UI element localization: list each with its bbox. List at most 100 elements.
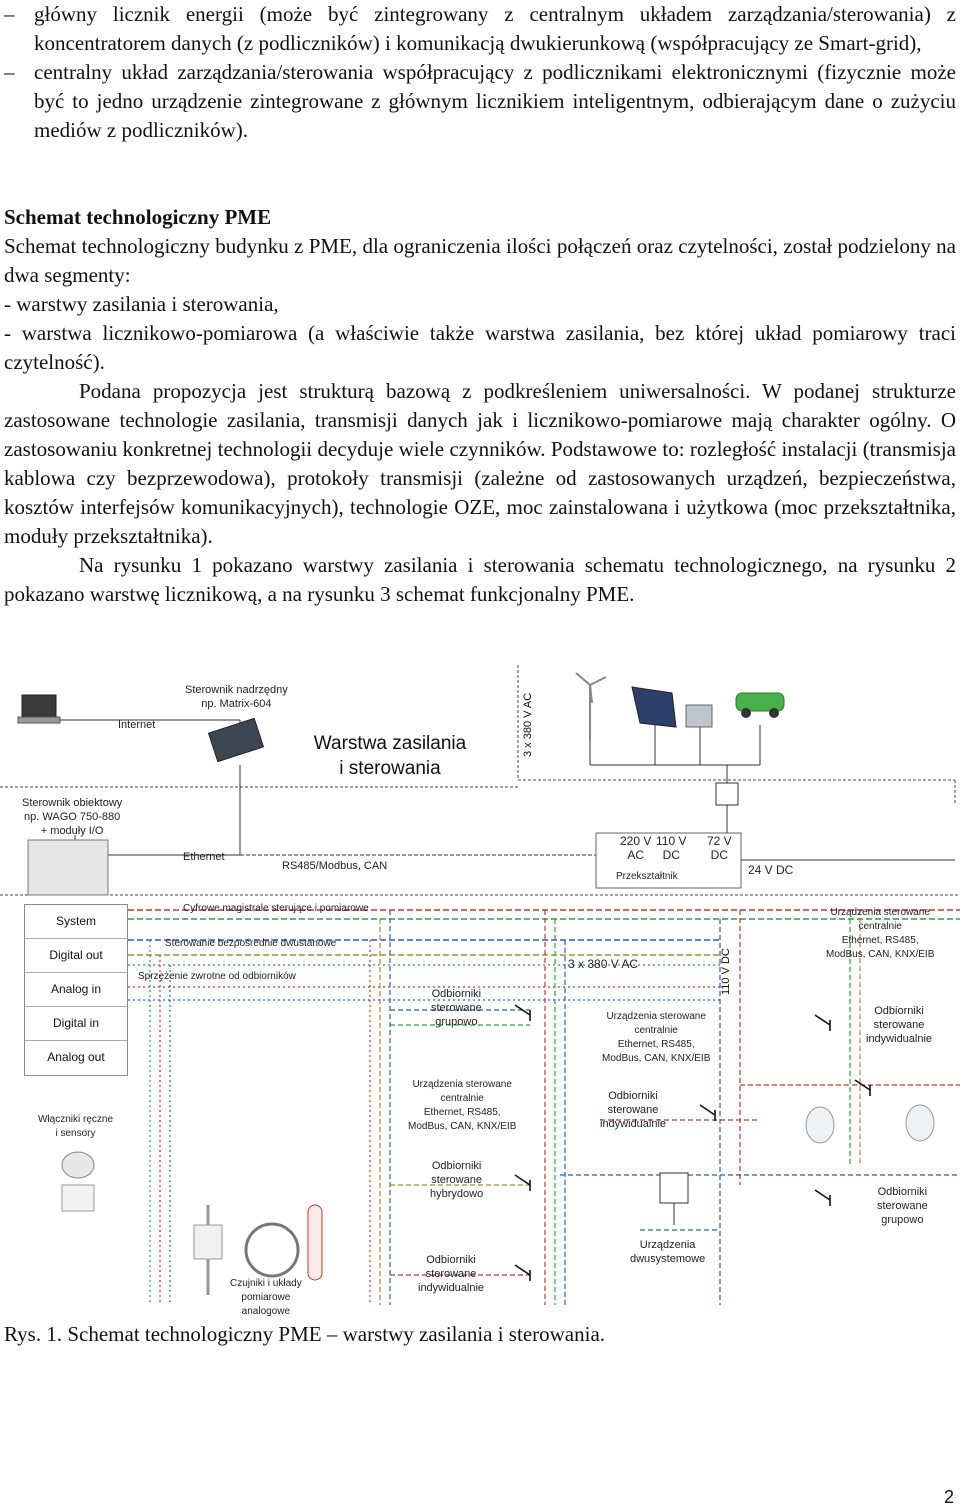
thermometer-icon [307, 1204, 323, 1281]
dash-marker: – [4, 2, 15, 26]
label-line: Urządzenia sterowane [606, 1011, 706, 1022]
bullet-list: – główny licznik energii (może być zinte… [4, 0, 956, 145]
label-line: dwusystemowe [630, 1253, 706, 1265]
label-line: sterowane [425, 1268, 477, 1280]
bus-direct-label: Sterowanie bezpośrednie dwustanowe [165, 938, 337, 949]
controller-icon [207, 717, 265, 763]
label-line: sterowane [431, 1174, 482, 1186]
label-line: Odbiorniki [877, 1186, 928, 1198]
dash-marker: – [4, 60, 15, 84]
light-bulb-icon [805, 1104, 935, 1144]
label-line: Czujniki i układy [230, 1278, 302, 1289]
individual-loads-label: Odbiorniki sterowane indywidualnie [600, 1089, 666, 1131]
label-line: grupowo [881, 1214, 924, 1226]
label-line: Włączniki ręczne [38, 1114, 114, 1125]
label-line: hybrydowo [430, 1188, 484, 1200]
io-row-analog-in: Analog in [25, 973, 127, 1007]
technology-diagram: Warstwa zasilania i sterowania Internet … [0, 665, 960, 1320]
label-line: Urządzenia sterowane [412, 1079, 512, 1090]
paragraph: Schemat technologiczny budynku z PME, dl… [4, 234, 956, 287]
voltage-220-label: 220 V AC [620, 834, 651, 862]
label-line: centralnie [858, 921, 902, 932]
group-loads-label: Odbiorniki sterowane grupowo [431, 987, 482, 1029]
object-controller-label: Sterownik obiektowy np. WAGO 750-880 + m… [22, 796, 122, 838]
label-line: ModBus, CAN, KNX/EIB [408, 1121, 517, 1132]
voltage-label: 3 x 380 V AC [522, 692, 534, 757]
voltage-24-label: 24 V DC [748, 863, 794, 877]
label-line: np. Matrix-604 [201, 698, 272, 710]
label-line: 72 V [707, 834, 732, 848]
label-line: centralnie [440, 1093, 484, 1104]
label-line: 220 V [620, 834, 652, 848]
switches-label: Włączniki ręczne i sensory [38, 1113, 113, 1141]
title-line: Warstwa zasilania [313, 733, 467, 754]
central-devices-label: Urządzenia sterowane centralnie Ethernet… [602, 1010, 710, 1066]
label-line: sterowane [877, 1200, 928, 1212]
battery-icon [685, 704, 713, 728]
solar-panel-icon [631, 686, 677, 728]
label-line: AC [627, 848, 645, 862]
label-line: indywidualnie [600, 1118, 667, 1130]
bullet-item: – główny licznik energii (może być zinte… [4, 0, 956, 58]
diagram-lines [0, 665, 960, 1305]
label-line: Sterownik nadrzędny [185, 684, 288, 696]
wind-turbine-icon [575, 672, 607, 740]
io-row-digital-out: Digital out [25, 939, 127, 973]
voltage-110-vertical-label: 110 V DC [720, 948, 732, 995]
ethernet-label: Ethernet [183, 851, 225, 863]
rs485-label: RS485/Modbus, CAN [282, 860, 388, 872]
section-heading: Schemat technologiczny PME [4, 205, 272, 229]
individual-loads-label: Odbiorniki sterowane indywidualnie [866, 1004, 932, 1046]
electric-car-icon [735, 692, 785, 718]
paragraph: Na rysunku 1 pokazano warstwy zasilania … [4, 553, 956, 606]
label-line: Odbiorniki [874, 1005, 924, 1017]
label-line: sterowane [607, 1104, 659, 1116]
title-line: i sterowania [339, 758, 441, 779]
label-line: Urządzenia [639, 1239, 696, 1251]
master-controller-label: Sterownik nadrzędny np. Matrix-604 [185, 683, 288, 711]
converter-label: Przekształtnik [616, 871, 678, 882]
internet-label: Internet [118, 719, 156, 731]
label-line: i sensory [55, 1128, 96, 1139]
label-line: pomiarowe [241, 1292, 291, 1303]
paragraph: - warstwa licznikowo-pomiarowa (a właści… [4, 321, 956, 374]
weather-station-icon [193, 1205, 223, 1295]
dual-system-devices-label: Urządzenia dwusystemowe [630, 1238, 705, 1266]
io-row-digital-in: Digital in [25, 1007, 127, 1041]
group-loads-label: Odbiorniki sterowane grupowo [877, 1185, 928, 1227]
page-number: 2 [943, 1487, 954, 1507]
label-line: Odbiorniki [431, 1160, 482, 1172]
label-line: DC [710, 848, 729, 862]
label-line: Ethernet, RS485, [617, 1039, 695, 1050]
central-devices-label: Urządzenia sterowane centralnie Ethernet… [408, 1078, 516, 1134]
label-line: + moduły I/O [40, 825, 104, 837]
bullet-text: centralny układ zarządzania/sterowania w… [34, 60, 956, 142]
label-line: Sterownik obiektowy [22, 797, 123, 809]
io-row-analog-out: Analog out [47, 1050, 105, 1064]
sensors-label: Czujniki i układy pomiarowe analogowe [230, 1277, 302, 1319]
section-body: Schemat technologiczny PME Schemat techn… [4, 203, 956, 609]
hybrid-loads-label: Odbiorniki sterowane hybrydowo [430, 1159, 483, 1201]
label-line: centralnie [634, 1025, 678, 1036]
individual-loads-label: Odbiorniki sterowane indywidualnie [418, 1253, 484, 1295]
label-line: indywidualnie [418, 1282, 485, 1294]
label-line: ModBus, CAN, KNX/EIB [602, 1053, 711, 1064]
paragraph: Podana propozycja jest strukturą bazową … [4, 379, 956, 548]
bullet-item: – centralny układ zarządzania/sterowania… [4, 58, 956, 145]
paragraph: - warstwy zasilania i sterowania, [4, 292, 279, 316]
label-line: sterowane [431, 1002, 482, 1014]
label-line: np. WAGO 750-880 [24, 811, 121, 823]
label-line: Odbiorniki [426, 1254, 476, 1266]
io-row-system: System [25, 905, 127, 939]
gauge-icon [244, 1222, 300, 1278]
bus-feedback-label: Sprzężenie zwrotne od odbiorników [138, 971, 296, 982]
label-line: DC [662, 848, 680, 862]
voltage-110-label: 110 V DC [656, 834, 686, 862]
figure-caption: Rys. 1. Schemat technologiczny PME – war… [4, 1322, 606, 1346]
io-modules: System Digital out Analog in Digital in … [24, 904, 128, 1076]
label-line: 110 V [656, 834, 687, 848]
label-line: Ethernet, RS485, [423, 1107, 501, 1118]
wall-switch-icon [61, 1151, 95, 1212]
label-line: indywidualnie [866, 1033, 933, 1045]
